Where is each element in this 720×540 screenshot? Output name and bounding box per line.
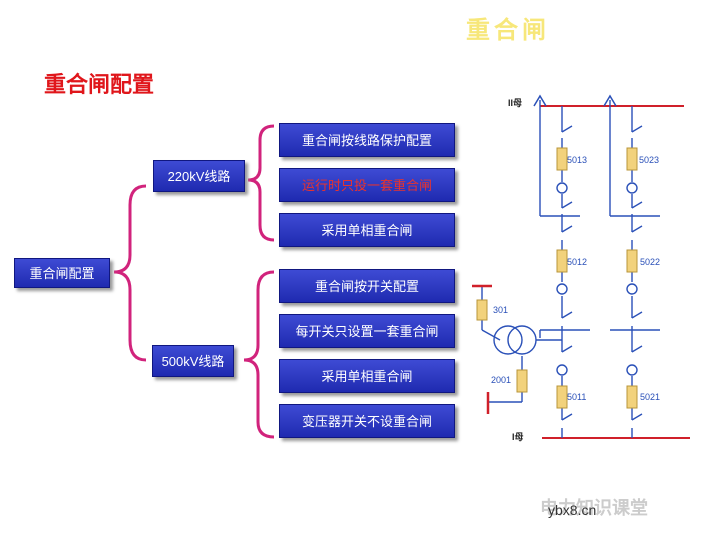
label-2001: 2001 <box>491 375 511 385</box>
label-5023: 5023 <box>639 155 659 165</box>
brace-root <box>113 184 147 362</box>
label-5021: 5021 <box>640 392 660 402</box>
leaf-500-4: 变压器开关不设重合闸 <box>279 404 455 438</box>
label-5011: 5011 <box>567 392 586 402</box>
leaf-220-2: 运行时只投一套重合闸 <box>279 168 455 202</box>
breaker-2001 <box>516 369 528 393</box>
brace-220 <box>247 124 275 242</box>
transformer-icon <box>493 325 523 355</box>
breaker-5012 <box>556 249 568 273</box>
leaf-500-1: 重合闸按开关配置 <box>279 269 455 303</box>
label-5013: 5013 <box>567 155 587 165</box>
breaker-5021 <box>626 385 638 409</box>
label-301: 301 <box>493 305 508 315</box>
breaker-5022 <box>626 249 638 273</box>
leaf-500-3: 采用单相重合闸 <box>279 359 455 393</box>
breaker-5011 <box>556 385 568 409</box>
site-watermark: ybx8.cn <box>548 502 597 518</box>
node-root: 重合闸配置 <box>14 258 110 288</box>
brace-500 <box>243 270 275 439</box>
node-220kv: 220kV线路 <box>153 160 245 192</box>
label-5012: 5012 <box>567 257 587 267</box>
breaker-5013 <box>556 147 568 171</box>
bus-top-label: II母 <box>508 98 522 108</box>
brand-watermark: 电力知识课堂 <box>540 498 648 518</box>
label-5022: 5022 <box>640 257 660 267</box>
breaker-5023 <box>626 147 638 171</box>
node-500kv: 500kV线路 <box>152 345 234 377</box>
breaker-301 <box>476 299 488 321</box>
leaf-500-2: 每开关只设置一套重合闸 <box>279 314 455 348</box>
section-title: 重合闸配置 <box>44 72 155 97</box>
slide-title: 重合闸 <box>466 17 550 44</box>
leaf-220-1: 重合闸按线路保护配置 <box>279 123 455 157</box>
leaf-220-3: 采用单相重合闸 <box>279 213 455 247</box>
bus-bottom-label: I母 <box>512 432 524 442</box>
